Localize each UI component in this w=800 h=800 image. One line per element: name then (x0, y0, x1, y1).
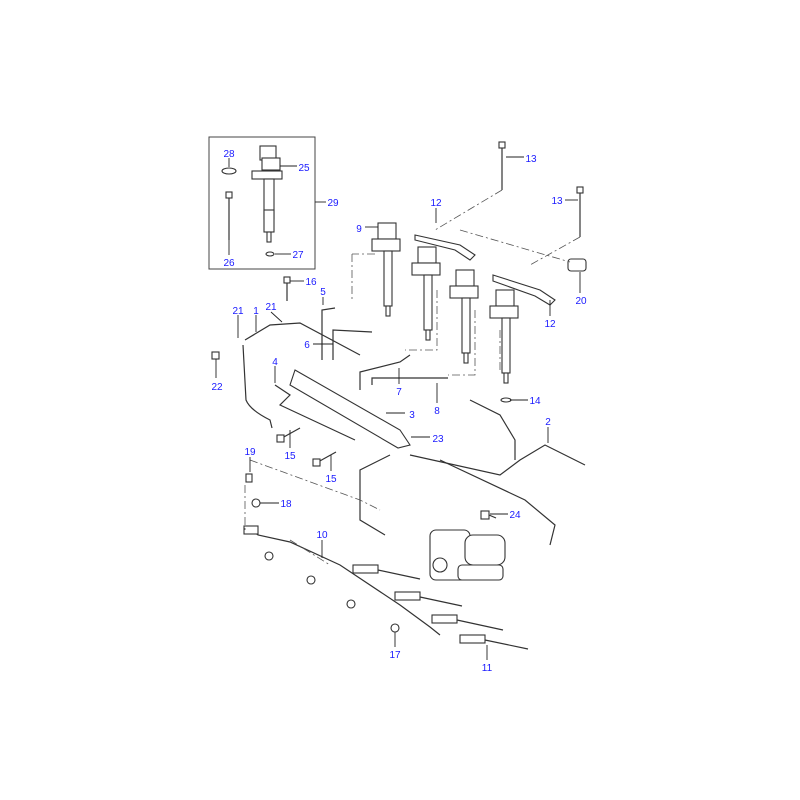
callout-17[interactable]: 17 (389, 650, 401, 661)
rail-bracket (274, 384, 356, 441)
inset-bolt (225, 191, 233, 240)
high-pressure-fuel-pump (429, 529, 506, 581)
callout-13[interactable]: 13 (551, 196, 563, 207)
bolt (283, 276, 291, 301)
callout-15[interactable]: 15 (325, 474, 337, 485)
callout-24[interactable]: 24 (509, 510, 521, 521)
nut (251, 498, 261, 508)
harness-bracket (243, 525, 259, 535)
callout-10[interactable]: 10 (316, 530, 328, 541)
callout-23[interactable]: 23 (432, 434, 444, 445)
callout-18[interactable]: 18 (280, 499, 292, 510)
callout-7[interactable]: 7 (396, 387, 402, 398)
callout-16[interactable]: 16 (305, 277, 317, 288)
injector-kit-inset (208, 136, 316, 270)
fuel-line (244, 322, 361, 356)
inset-injector (251, 145, 283, 243)
callout-25[interactable]: 25 (298, 163, 310, 174)
sensor-harness (469, 399, 516, 460)
callout-9[interactable]: 9 (356, 224, 362, 235)
callout-14[interactable]: 14 (529, 396, 541, 407)
clamp-bolt (498, 141, 506, 190)
pump-bolt (480, 510, 497, 520)
callout-5[interactable]: 5 (320, 287, 326, 298)
fuel-return-line (242, 344, 273, 429)
callout-21[interactable]: 21 (232, 306, 244, 317)
glow-plug (459, 634, 529, 650)
callout-6[interactable]: 6 (304, 340, 310, 351)
injector-pipe (359, 354, 411, 390)
glow-plug (394, 591, 463, 607)
callout-22[interactable]: 22 (211, 382, 223, 393)
inset-o-ring (221, 167, 237, 175)
callout-4[interactable]: 4 (272, 357, 278, 368)
clamp-spacer (567, 258, 587, 272)
stud (245, 473, 253, 483)
callout-13[interactable]: 13 (525, 154, 537, 165)
bolt (276, 427, 301, 443)
nut (306, 575, 316, 585)
glow-plug-harness (247, 527, 441, 636)
nut (390, 623, 400, 633)
clamp-bolt (576, 186, 584, 237)
callout-1[interactable]: 1 (253, 306, 259, 317)
callout-20[interactable]: 20 (575, 296, 587, 307)
callout-19[interactable]: 19 (244, 447, 256, 458)
callout-27[interactable]: 27 (292, 250, 304, 261)
glow-plug (352, 564, 421, 580)
leader-lines (215, 156, 581, 660)
fuel-feed-line (439, 459, 556, 546)
injector-clamp (414, 234, 476, 261)
callout-15[interactable]: 15 (284, 451, 296, 462)
wiring-harness (359, 444, 586, 536)
injector-pipe (371, 377, 448, 385)
fuel-injector (411, 246, 441, 341)
fuel-injector (449, 269, 479, 364)
callout-8[interactable]: 8 (434, 406, 440, 417)
callout-11[interactable]: 11 (482, 663, 493, 674)
callout-3[interactable]: 3 (409, 410, 415, 421)
fuel-injector (371, 222, 401, 317)
injector-washer (500, 397, 512, 403)
fuel-rail (289, 369, 411, 449)
callout-26[interactable]: 26 (223, 258, 235, 269)
bolt (312, 451, 337, 467)
callout-21[interactable]: 21 (265, 302, 277, 313)
fuel-injector (489, 289, 519, 384)
glow-plug (431, 614, 504, 631)
callout-12[interactable]: 12 (430, 198, 442, 209)
callout-28[interactable]: 28 (223, 149, 235, 160)
nut (346, 599, 356, 609)
inset-washer (265, 251, 275, 257)
injector-pipe (321, 307, 336, 360)
reference-lines (244, 189, 581, 566)
callout-29[interactable]: 29 (327, 198, 339, 209)
callout-2[interactable]: 2 (545, 417, 551, 428)
callout-12[interactable]: 12 (544, 319, 556, 330)
bolt (211, 351, 220, 360)
nut (264, 551, 274, 561)
injector-pipe (332, 329, 373, 360)
